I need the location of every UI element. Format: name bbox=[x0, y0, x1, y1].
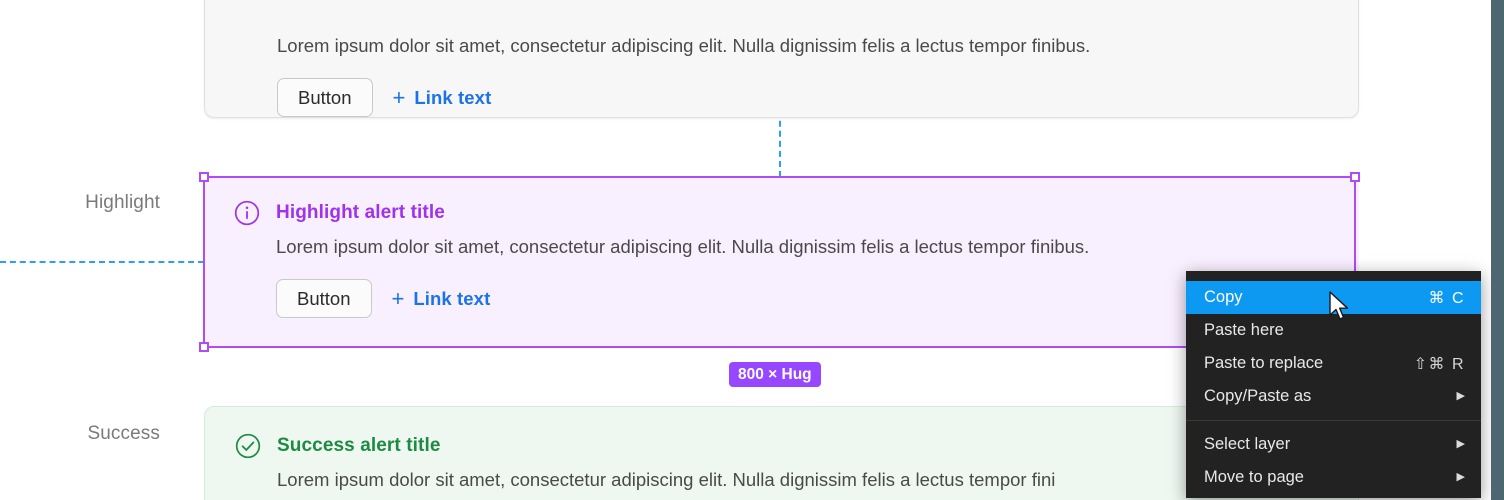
alert-card-success[interactable]: Success alert title Lorem ipsum dolor si… bbox=[204, 406, 1359, 500]
alert-head-success: Success alert title bbox=[235, 433, 1328, 459]
context-menu-label: Select layer bbox=[1204, 435, 1291, 453]
horizontal-guide-line bbox=[0, 261, 204, 263]
alert-card-top[interactable]: Lorem ipsum dolor sit amet, consectetur … bbox=[204, 0, 1359, 118]
context-menu-label: Copy/Paste as bbox=[1204, 387, 1312, 405]
info-circle-icon bbox=[234, 200, 260, 226]
alert-actions-top: Button + Link text bbox=[277, 78, 1328, 117]
submenu-arrow-icon: ▶ bbox=[1456, 390, 1465, 402]
submenu-arrow-icon: ▶ bbox=[1456, 471, 1465, 483]
context-menu-item-select-layer[interactable]: Select layer ▶ bbox=[1186, 428, 1481, 461]
alert-body-success: Lorem ipsum dolor sit amet, consectetur … bbox=[277, 469, 1056, 490]
check-circle-icon bbox=[235, 433, 261, 459]
submenu-arrow-icon: ▶ bbox=[1456, 438, 1465, 450]
context-menu-shortcut: ⇧⌘ R bbox=[1413, 355, 1465, 373]
alert-link-label-top: Link text bbox=[414, 86, 492, 108]
context-menu-label: Paste to replace bbox=[1204, 354, 1324, 372]
context-menu-item-paste-to-replace[interactable]: Paste to replace ⇧⌘ R bbox=[1186, 347, 1481, 380]
alert-link-label-highlight: Link text bbox=[413, 287, 491, 309]
context-menu-separator bbox=[1186, 420, 1481, 421]
alert-body-top: Lorem ipsum dolor sit amet, consectetur … bbox=[277, 35, 1091, 56]
context-menu-item-move-to-page[interactable]: Move to page ▶ bbox=[1186, 461, 1481, 494]
context-menu-item-paste-here[interactable]: Paste here bbox=[1186, 314, 1481, 347]
row-label-success: Success bbox=[87, 423, 160, 444]
context-menu-item-copy[interactable]: Copy ⌘ C bbox=[1186, 281, 1481, 314]
plus-icon: + bbox=[392, 84, 406, 110]
alert-link-top[interactable]: + Link text bbox=[392, 84, 492, 110]
alert-actions-highlight: Button + Link text bbox=[276, 279, 1329, 318]
context-menu-label: Move to page bbox=[1204, 468, 1304, 486]
context-menu-item-copy-paste-as[interactable]: Copy/Paste as ▶ bbox=[1186, 380, 1481, 413]
context-menu-shortcut: ⌘ C bbox=[1428, 289, 1465, 307]
context-menu[interactable]: Copy ⌘ C Paste here Paste to replace ⇧⌘ … bbox=[1186, 271, 1481, 498]
alert-link-highlight[interactable]: + Link text bbox=[391, 285, 491, 311]
alert-button-top[interactable]: Button bbox=[277, 78, 373, 117]
alert-head-highlight: Highlight alert title bbox=[234, 200, 1329, 226]
alert-card-highlight[interactable]: Highlight alert title Lorem ipsum dolor … bbox=[204, 176, 1359, 348]
right-edge-panel-strip bbox=[1491, 0, 1504, 500]
alert-body-highlight: Lorem ipsum dolor sit amet, consectetur … bbox=[276, 236, 1090, 257]
context-menu-label: Paste here bbox=[1204, 321, 1284, 339]
row-label-highlight: Highlight bbox=[85, 192, 160, 213]
alert-title-highlight: Highlight alert title bbox=[276, 202, 445, 223]
plus-icon: + bbox=[391, 285, 405, 311]
context-menu-label: Copy bbox=[1204, 288, 1243, 306]
alert-title-success: Success alert title bbox=[277, 435, 441, 456]
alert-button-highlight[interactable]: Button bbox=[276, 279, 372, 318]
selection-size-badge: 800 × Hug bbox=[729, 362, 821, 387]
